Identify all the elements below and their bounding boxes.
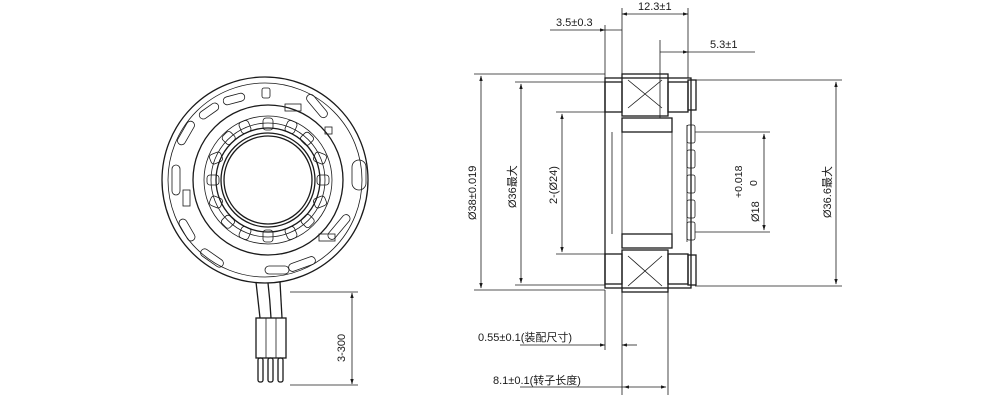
dim-bore-tolerance: +0.018 [733,165,745,198]
dim-coil-diameter: Ø36最大 [505,165,519,208]
solder-pads [182,103,336,242]
body-outline [604,77,692,289]
rotor-bottom [621,233,673,249]
front-view: 3-300 [161,76,369,386]
lead-wires [255,281,287,383]
winding-ring-inner [210,122,326,238]
lead-length-dimension [290,291,358,386]
dim-right-gap: 5.3±1 [710,39,737,51]
bore-outer [215,127,321,233]
bore-mid [220,132,316,228]
outer-ring [161,76,369,284]
dim-bore-diameter: Ø18 [750,201,762,222]
winding-slots [206,117,330,243]
winding-ring [203,115,333,245]
lead-length-label: 3-300 [336,334,348,362]
dim-assembly-size: 0.55±0.1(装配尺寸) [478,330,572,344]
outer-ring-inner-edge [167,82,363,278]
side-view [474,8,842,395]
dim-rotor-length: 8.1±0.1(转子长度) [493,373,581,387]
dim-inner-diameter: 2-(Ø24) [548,166,560,204]
rotor-top [621,117,673,133]
dim-left-gap: 3.5±0.3 [556,17,593,29]
bore-inner [223,135,313,225]
dim-width-top: 12.3±1 [638,1,672,13]
bobbin-ring [192,104,344,256]
ring-slots [171,87,367,275]
dim-right-diameter: Ø36.6最大 [820,166,834,218]
dim-outer-diameter: Ø38±0.019 [467,166,479,220]
dim-bore-tolerance-low: 0 [748,180,760,186]
